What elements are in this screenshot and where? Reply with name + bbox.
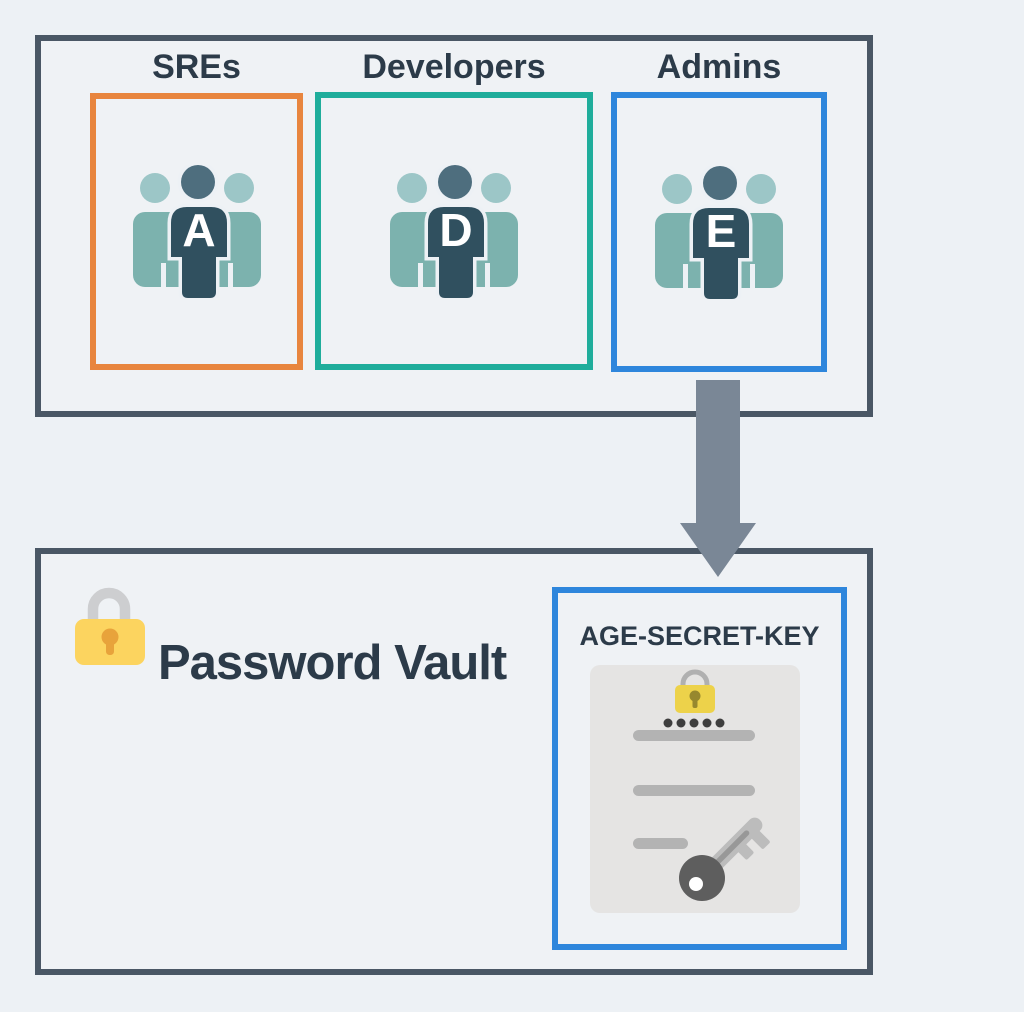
group-letter: E [706, 205, 737, 257]
people-group-icon: E [655, 165, 783, 299]
group-letter: A [182, 204, 215, 256]
group-label-admins: Admins [656, 48, 782, 86]
person-right-head [481, 172, 511, 203]
person-left-head [139, 173, 170, 203]
secret-key-document-icon [590, 665, 800, 918]
text-line-bar [633, 838, 688, 849]
person-left-head [662, 173, 692, 204]
age-secret-key-card: AGE-SECRET-KEY [552, 587, 847, 950]
group-box-developers: D [315, 92, 593, 370]
password-dots [663, 718, 725, 728]
group-letter: D [439, 204, 472, 256]
group-box-sres: A [90, 93, 303, 370]
group-label-sres: SREs [152, 48, 241, 86]
person-center-body [689, 204, 753, 299]
person-left-head [397, 172, 427, 203]
document-lock-shackle [680, 669, 710, 687]
user-groups-panel: SREs A Developers [35, 35, 873, 417]
person-center-body [424, 203, 488, 298]
text-line-bar [633, 730, 755, 741]
person-center-head [434, 164, 476, 202]
group-label-developers: Developers [362, 48, 546, 86]
person-right-head [746, 173, 776, 204]
text-line-bar [633, 785, 755, 796]
key-icon [679, 817, 770, 901]
password-vault-panel: Password Vault AGE-SECRET-KEY [35, 548, 873, 975]
people-group-icon: A [132, 165, 261, 298]
vault-title: Password Vault [158, 635, 507, 690]
person-center-head [177, 165, 218, 203]
person-center-head [699, 165, 741, 203]
age-secret-key-label: AGE-SECRET-KEY [579, 621, 820, 651]
down-arrow-icon [678, 380, 758, 578]
people-group-icon: D [390, 164, 518, 298]
group-box-admins: E [611, 92, 827, 372]
lock-shackle [87, 587, 131, 621]
document-lock-keyhole [689, 690, 701, 702]
person-right-head [223, 173, 254, 203]
padlock-icon [75, 585, 145, 670]
lock-keyhole [101, 628, 119, 646]
person-center-body [167, 203, 230, 298]
